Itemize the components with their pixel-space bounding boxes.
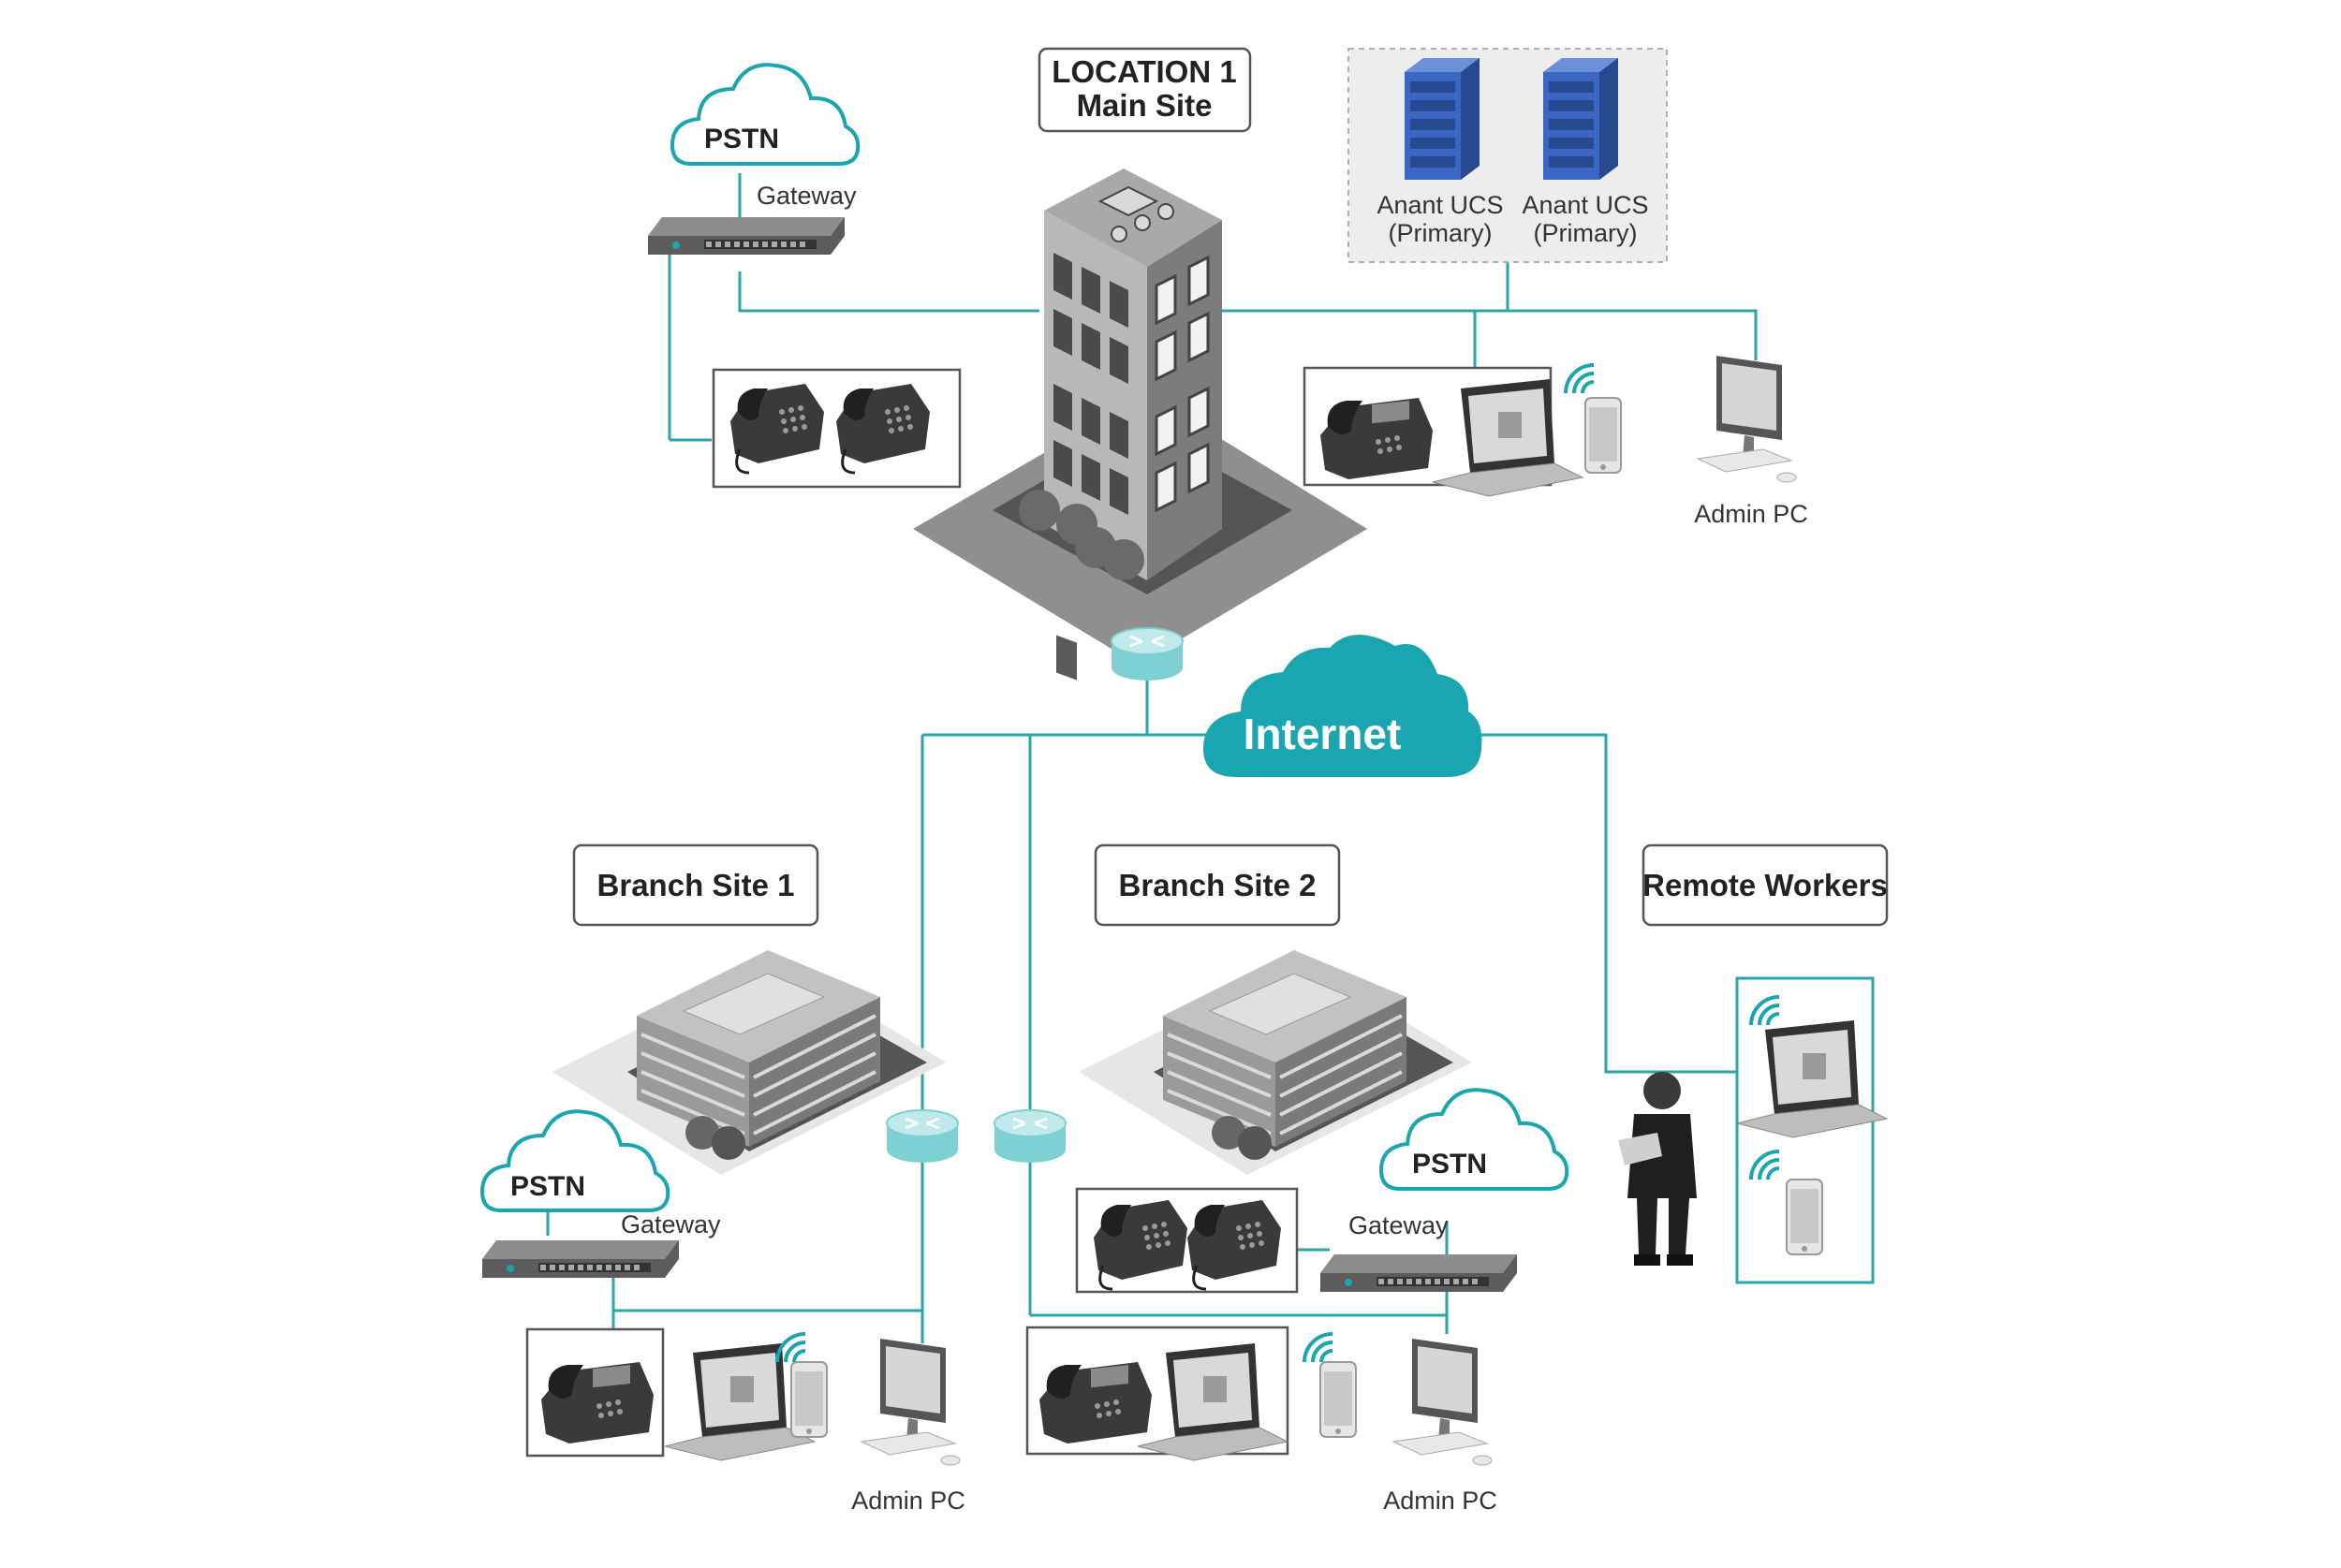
internet-cloud: Internet	[1203, 634, 1482, 777]
svg-text:PSTN: PSTN	[1412, 1149, 1487, 1180]
remote-worker-person-icon	[1618, 1072, 1697, 1266]
admin-pc-icon	[1697, 355, 1797, 483]
main-building-icon	[913, 169, 1367, 681]
svg-text:PSTN: PSTN	[510, 1171, 585, 1202]
gateway-label-branch-1: Gateway	[621, 1210, 721, 1238]
server-2-role: (Primary)	[1534, 219, 1638, 247]
remote-workers-label-box: Remote Workers	[1642, 843, 1889, 927]
smartphone-icon	[790, 1361, 828, 1438]
smartphone-icon	[1786, 1179, 1823, 1255]
smartphone-icon	[1319, 1361, 1357, 1438]
server-icon	[1405, 58, 1480, 180]
server-1-name: Anant UCS	[1377, 191, 1503, 219]
gateway-icon	[1320, 1254, 1517, 1292]
router-icon	[1110, 626, 1185, 682]
server-group: Anant UCS (Primary) Anant UCS (Primary)	[1347, 48, 1668, 263]
admin-pc-icon	[1392, 1338, 1493, 1466]
gateway-icon	[482, 1240, 679, 1278]
location-1-title: LOCATION 1	[1052, 54, 1236, 89]
branch-site-1-label-box: Branch Site 1	[572, 843, 819, 927]
wifi-icon	[1564, 363, 1596, 395]
admin-pc-label-main: Admin PC	[1694, 500, 1808, 528]
smartphone-icon	[1584, 397, 1622, 474]
location-1-label-box: LOCATION 1 Main Site	[1038, 47, 1252, 133]
gateway-label-branch-2: Gateway	[1348, 1211, 1449, 1239]
remote-devices-box	[1735, 976, 1888, 1284]
gateway-label-main: Gateway	[757, 182, 857, 210]
admin-pc-icon	[861, 1338, 961, 1466]
pstn-cloud-main: PSTN	[670, 63, 861, 166]
phones-box-branch-2	[1075, 1187, 1299, 1294]
svg-text:Branch Site 1: Branch Site 1	[597, 868, 795, 902]
branch-site-2-label-box: Branch Site 2	[1094, 843, 1341, 927]
router-icon	[993, 1108, 1067, 1165]
gateway-icon	[648, 217, 845, 255]
pstn-cloud-branch-2: PSTN	[1379, 1088, 1569, 1191]
svg-text:Remote Workers: Remote Workers	[1642, 868, 1888, 902]
devices-box-main	[1303, 366, 1583, 497]
pstn-cloud-branch-1: PSTN	[480, 1109, 670, 1212]
server-2-name: Anant UCS	[1522, 191, 1648, 219]
server-icon	[1543, 58, 1618, 180]
devices-box-branch-2	[1025, 1326, 1289, 1461]
svg-text:PSTN: PSTN	[704, 124, 779, 154]
admin-pc-label-branch-1: Admin PC	[851, 1487, 965, 1515]
admin-pc-label-branch-2: Admin PC	[1383, 1487, 1497, 1515]
svg-text:Branch Site 2: Branch Site 2	[1119, 868, 1317, 902]
ip-phone-icon	[1039, 1362, 1152, 1443]
router-icon	[885, 1108, 960, 1165]
svg-text:Internet: Internet	[1244, 710, 1402, 758]
ip-phone-icon	[541, 1362, 654, 1443]
wifi-icon	[1303, 1332, 1334, 1364]
phone-box-branch-1	[525, 1327, 665, 1458]
phones-box-main	[712, 368, 962, 489]
ip-phone-icon	[1320, 398, 1433, 479]
location-1-subtitle: Main Site	[1077, 88, 1213, 123]
server-1-role: (Primary)	[1389, 219, 1493, 247]
links	[546, 173, 1758, 1343]
